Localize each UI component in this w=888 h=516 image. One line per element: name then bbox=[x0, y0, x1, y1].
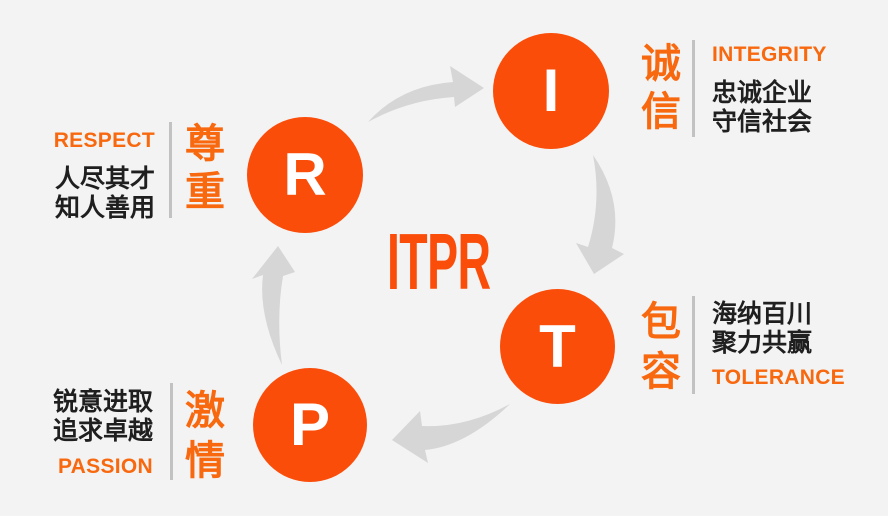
node-letter-integrity: I bbox=[542, 57, 560, 124]
node-desc-line: 海纳百川 bbox=[712, 300, 813, 328]
node-letter-passion: P bbox=[289, 391, 331, 458]
node-desc-line: 知人善用 bbox=[54, 194, 155, 222]
node-letter-tolerance: T bbox=[539, 312, 576, 380]
arrow-tolerance-to-passion-icon bbox=[392, 404, 510, 463]
node-desc-line: 追求卓越 bbox=[52, 417, 153, 445]
divider-passion bbox=[170, 383, 173, 480]
node-en-label-tolerance: TOLERANCE bbox=[712, 366, 845, 389]
node-en-label-integrity: INTEGRITY bbox=[712, 43, 827, 66]
arrow-integrity-to-tolerance-icon bbox=[576, 155, 624, 274]
node-circle-tolerance: T bbox=[500, 289, 615, 404]
node-circle-integrity: I bbox=[493, 33, 609, 149]
node-desc-line: 锐意进取 bbox=[52, 388, 153, 416]
node-letter-respect: R bbox=[283, 141, 327, 208]
node-desc-line: 聚力共赢 bbox=[712, 329, 813, 357]
arrow-passion-to-respect-icon bbox=[252, 246, 295, 365]
node-text-integrity: INTEGRITY 忠诚企业 守信社会 bbox=[712, 44, 827, 137]
node-desc-line: 忠诚企业 bbox=[712, 79, 813, 107]
node-text-passion: 锐意进取 追求卓越 PASSION bbox=[28, 388, 153, 478]
node-circle-respect: R bbox=[247, 117, 363, 233]
node-en-label-respect: RESPECT bbox=[53, 129, 155, 152]
node-desc-line: 人尽其才 bbox=[54, 165, 155, 193]
arrow-respect-to-integrity-icon bbox=[368, 66, 484, 122]
node-cn-tolerance: 包容 bbox=[641, 300, 681, 394]
node-cn-respect: 尊重 bbox=[185, 122, 225, 214]
divider-tolerance bbox=[692, 296, 695, 394]
diagram-title: ITPR bbox=[387, 217, 491, 306]
node-text-tolerance: 海纳百川 聚力共赢 TOLERANCE bbox=[712, 300, 845, 389]
node-text-respect: RESPECT 人尽其才 知人善用 bbox=[30, 130, 155, 223]
divider-integrity bbox=[692, 40, 695, 137]
divider-respect bbox=[169, 122, 172, 218]
node-en-label-passion: PASSION bbox=[57, 455, 153, 478]
node-cn-integrity: 诚信 bbox=[641, 42, 681, 134]
node-desc-line: 守信社会 bbox=[712, 108, 813, 136]
node-circle-passion: P bbox=[253, 368, 367, 482]
node-cn-passion: 激情 bbox=[185, 389, 225, 483]
